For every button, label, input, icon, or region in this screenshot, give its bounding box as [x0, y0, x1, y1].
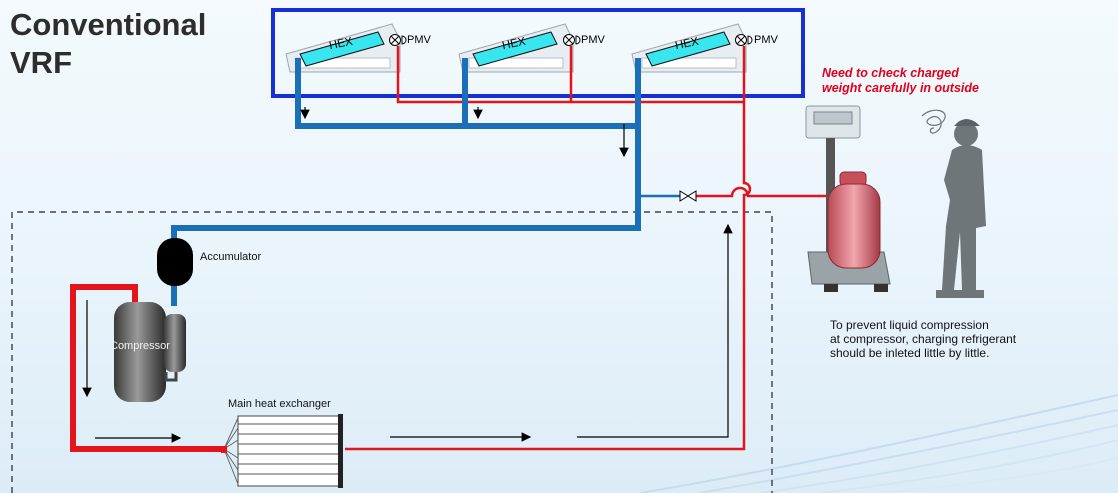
note-line-2: at compressor, charging refrigerant — [830, 332, 1017, 346]
accumulator-label: Accumulator — [200, 251, 262, 263]
compressor-label: Compressor — [110, 340, 170, 352]
indoor-units-frame — [271, 8, 805, 98]
indoor-unit-3 — [631, 23, 753, 73]
pmv-label-1: PMV — [407, 34, 431, 46]
main-heat-exchanger-label: Main heat exchanger — [228, 398, 331, 410]
warning-line-2: weight carefully in outside — [822, 81, 979, 95]
pmv-label-3: PMV — [754, 34, 778, 46]
service-valve-icon — [679, 190, 697, 202]
refrigerant-cylinder-icon — [827, 171, 881, 269]
main-heat-exchanger-icon — [221, 414, 343, 488]
flow-arrows — [82, 107, 733, 443]
outdoor-unit-boundary — [11, 211, 773, 493]
title-line-2: VRF — [10, 45, 72, 80]
compressor-icon — [114, 302, 186, 402]
person-icon — [936, 119, 986, 298]
warning-text: Need to check charged weight carefully i… — [822, 66, 1042, 96]
indoor-unit-2 — [458, 23, 581, 73]
liquid-line — [345, 46, 840, 451]
pmv-label-2: PMV — [581, 34, 605, 46]
discharge-line — [70, 284, 226, 452]
note-line-1: To prevent liquid compression — [830, 318, 989, 332]
note-line-3: should be inleted little by little. — [830, 346, 990, 360]
warning-line-1: Need to check charged — [822, 66, 959, 80]
indoor-unit-1 — [285, 23, 407, 73]
gas-line — [171, 58, 641, 306]
accumulator-icon — [157, 238, 193, 286]
confused-scribble-icon — [921, 109, 946, 134]
page-title: Conventional VRF — [10, 6, 206, 82]
charging-note: To prevent liquid compression at compres… — [830, 318, 1070, 360]
title-line-1: Conventional — [10, 7, 207, 42]
